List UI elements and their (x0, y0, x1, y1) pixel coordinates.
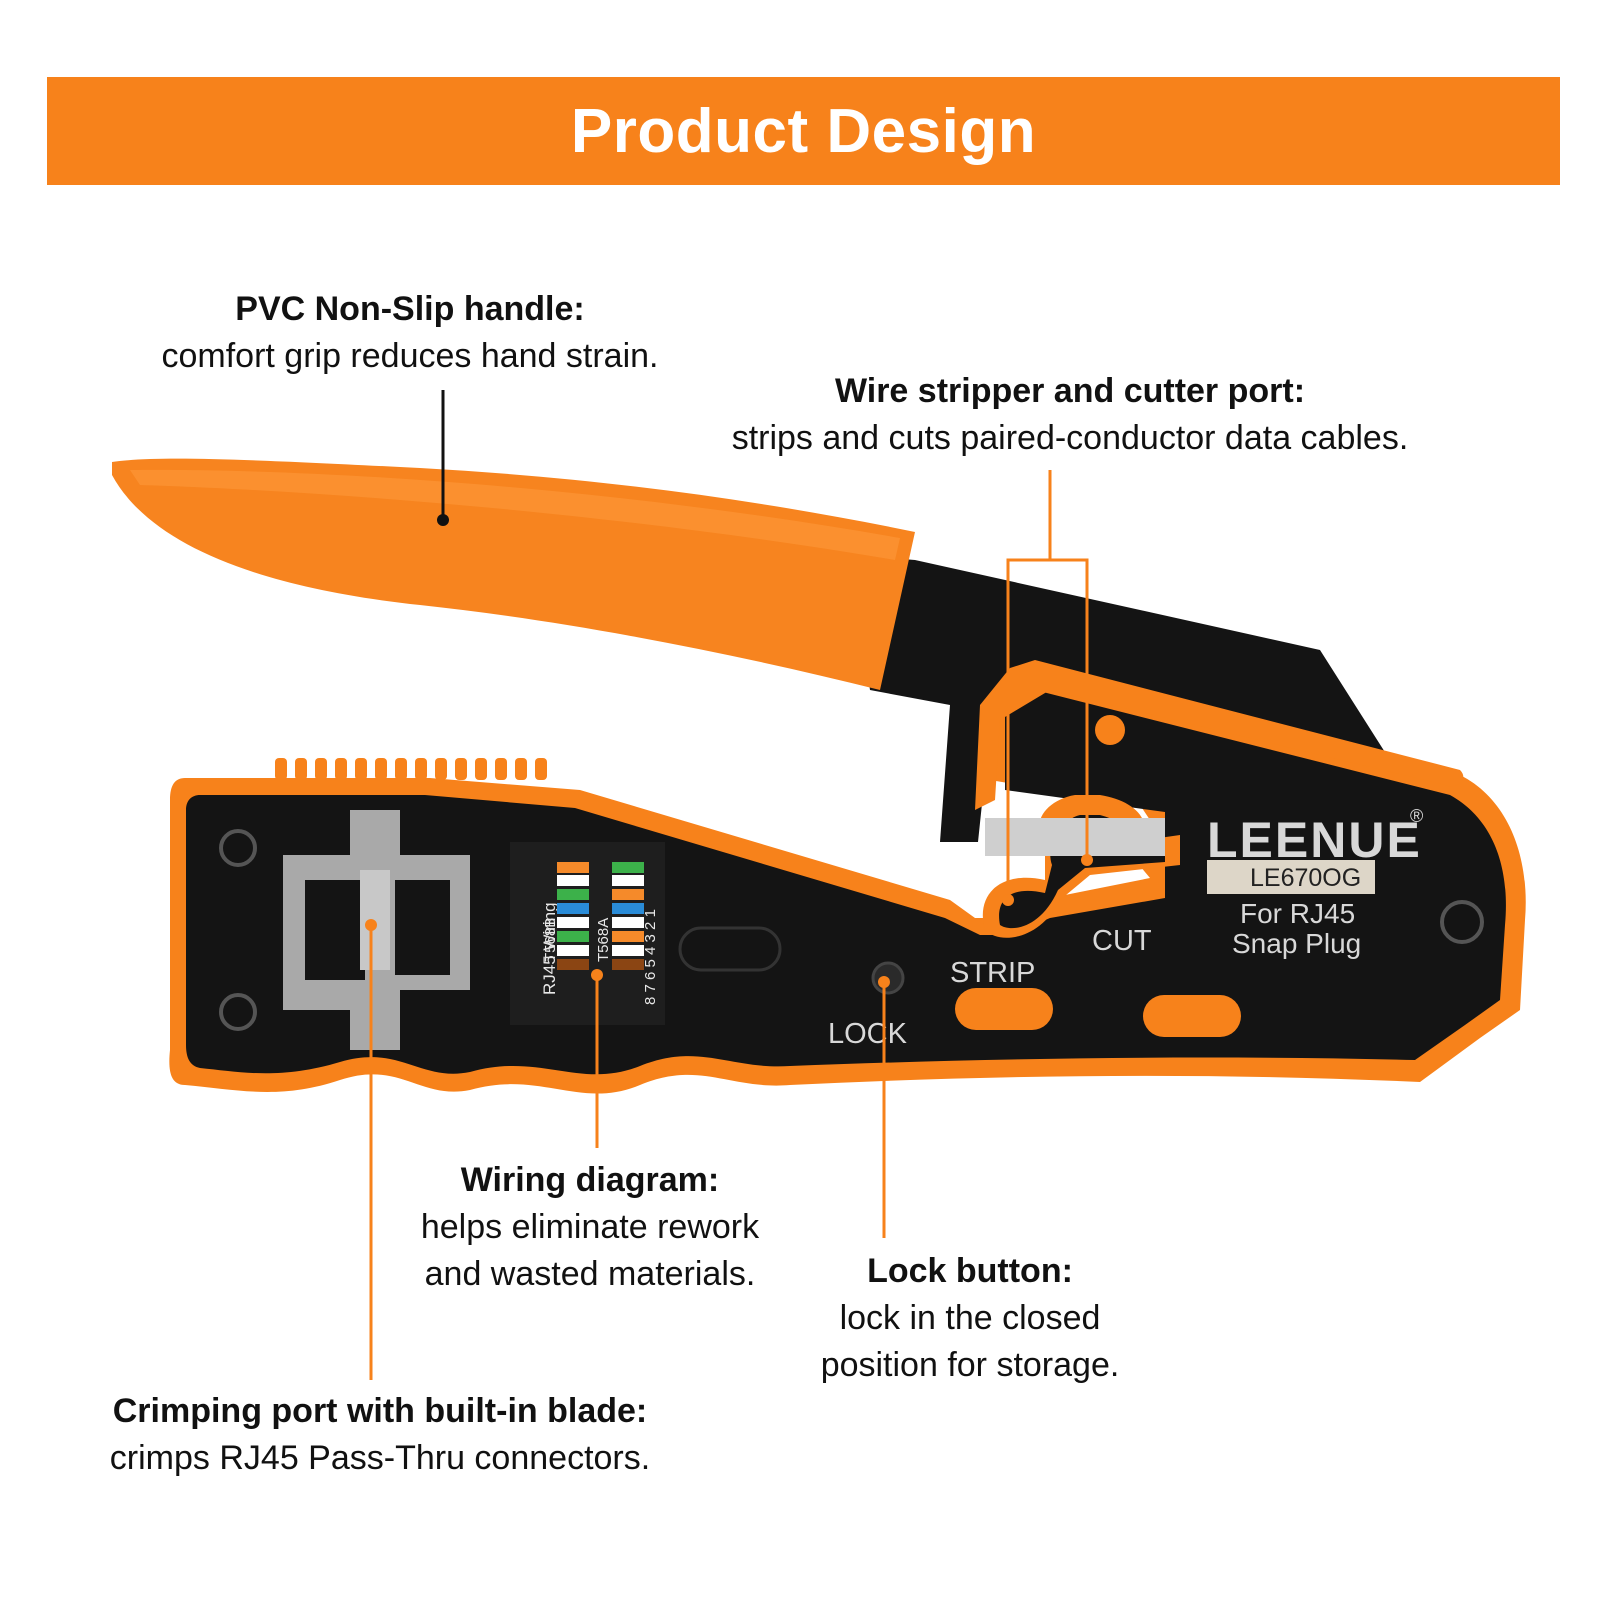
callout-stripper-desc: strips and cuts paired-conductor data ca… (731, 419, 1409, 457)
page-title: Product Design (570, 96, 1037, 166)
crimping-port (283, 810, 470, 1050)
leader-lock (878, 976, 890, 1238)
callout-lock-desc-1: lock in the closed (839, 1299, 1101, 1337)
handle-highlight (130, 469, 900, 560)
grip-ridges (275, 758, 547, 780)
registered-mark: ® (1410, 806, 1423, 826)
tool-subtitle-line2: Snap Plug (1232, 928, 1361, 959)
callout-crimp-title: Crimping port with built-in blade: (112, 1392, 648, 1430)
cut-label: CUT (1092, 925, 1152, 957)
callout-wiring: Wiring diagram: helps eliminate rework a… (380, 1157, 800, 1298)
brand-logo: LEENUE (1207, 812, 1422, 868)
lock-label: LOCK (828, 1018, 908, 1050)
callout-lock: Lock button: lock in the closed position… (790, 1248, 1150, 1389)
leader-stripper-dot-cut (1081, 854, 1093, 866)
wiring-t568b-label: T568B (542, 918, 559, 962)
leader-crimp (365, 919, 377, 1380)
strip-pill (955, 988, 1053, 1030)
callout-crimp-desc: crimps RJ45 Pass-Thru connectors. (109, 1439, 651, 1477)
tool-subtitle-line1: For RJ45 (1240, 898, 1355, 929)
model-plate (1207, 860, 1375, 894)
callout-crimp: Crimping port with built-in blade: crimp… (60, 1388, 700, 1482)
leader-stripper-dot-strip (1002, 894, 1014, 906)
callout-handle: PVC Non-Slip handle: comfort grip reduce… (110, 286, 710, 380)
model-number: LE670OG (1250, 864, 1361, 892)
wiring-diagram-panel: RJ45 Wiring T568B T568A 8 7 6 5 4 3 2 1 (510, 842, 665, 1025)
callout-lock-title: Lock button: (867, 1252, 1073, 1290)
upper-jaw-outline (975, 660, 1464, 810)
callout-wiring-desc-2: and wasted materials. (424, 1255, 756, 1293)
callout-wiring-desc-1: helps eliminate rework (420, 1208, 760, 1246)
wiring-t568a-label: T568A (595, 918, 612, 962)
wiring-pin-numbers: 8 7 6 5 4 3 2 1 (642, 909, 659, 1005)
callout-stripper-title: Wire stripper and cutter port: (834, 372, 1306, 410)
t568b-wire-colors (557, 862, 589, 970)
leader-stripper (1006, 470, 1089, 900)
t568a-wire-colors (612, 862, 644, 970)
pivot-dot (1095, 715, 1125, 745)
callout-handle-desc: comfort grip reduces hand strain. (161, 337, 659, 375)
callout-wiring-title: Wiring diagram: (460, 1161, 720, 1199)
strip-label: STRIP (950, 957, 1035, 989)
body-slot (678, 926, 782, 972)
leader-handle (437, 390, 449, 526)
screw-icon (219, 829, 1484, 1031)
callout-lock-desc-2: position for storage. (820, 1346, 1120, 1384)
callout-handle-title: PVC Non-Slip handle: (235, 290, 585, 328)
callout-stripper: Wire stripper and cutter port: strips an… (680, 368, 1460, 462)
leader-wiring (591, 969, 603, 1148)
cut-pill (1143, 995, 1241, 1037)
stripper-blade (985, 818, 1165, 856)
header-banner: Product Design (47, 77, 1560, 185)
wiring-title: RJ45 Wiring (540, 902, 559, 995)
